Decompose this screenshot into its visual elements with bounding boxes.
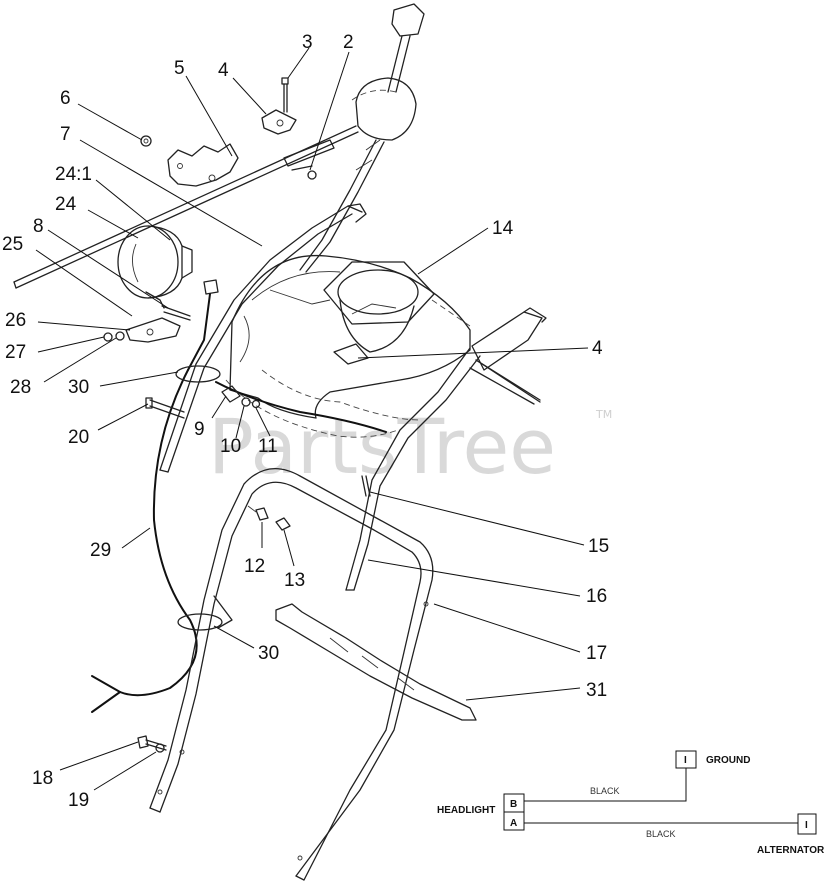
terminal-a-letter: A (510, 818, 517, 829)
callout-10: 10 (220, 436, 241, 457)
callout-6: 6 (60, 88, 71, 109)
bracket-part (167, 143, 239, 187)
callout-13: 13 (284, 570, 305, 591)
callout-14: 14 (492, 218, 514, 239)
cable-tie-lower-part (177, 595, 233, 631)
callout-11: 11 (258, 436, 278, 457)
wire-b (524, 768, 687, 802)
ground-pin: I (684, 755, 687, 766)
upper-handle-part (159, 203, 367, 473)
rod-part (475, 359, 541, 403)
callout-9: 9 (194, 419, 205, 440)
callout-7: 7 (60, 124, 71, 145)
headlight-label: HEADLIGHT (437, 805, 495, 816)
callout-25: 25 (2, 234, 23, 255)
alternator-terminal (797, 813, 817, 835)
cable-tie-upper-part (175, 365, 221, 383)
screw-part (283, 139, 335, 180)
small-hardware-part (221, 385, 261, 409)
callout-30-upper: 30 (68, 377, 89, 398)
callout-16: 16 (586, 586, 607, 607)
control-rod-31-part (275, 603, 477, 721)
wiring-diagram: B A HEADLIGHT BLACK I GROUND BLACK I ALT… (437, 750, 825, 856)
chute-ring-part (323, 261, 435, 365)
right-handle-tube-part (469, 307, 547, 405)
callout-2: 2 (343, 32, 354, 53)
callout-27: 27 (5, 342, 26, 363)
callout-24-1: 24:1 (55, 164, 92, 185)
callout-20: 20 (68, 427, 89, 448)
callout-3: 3 (302, 32, 313, 53)
callout-29: 29 (90, 540, 111, 561)
bolt-part (281, 77, 289, 113)
callout-28: 28 (10, 377, 31, 398)
watermark-tm: TM (595, 408, 612, 421)
callout-19: 19 (68, 790, 89, 811)
callout-17: 17 (586, 643, 607, 664)
wire-b-color: BLACK (590, 786, 620, 796)
alternator-label: ALTERNATOR (757, 845, 825, 856)
callout-26: 26 (5, 310, 26, 331)
connector-part (187, 279, 219, 371)
rod-extension-line (431, 299, 471, 327)
callout-18: 18 (32, 768, 53, 789)
wire-a-color: BLACK (646, 829, 676, 839)
callout-15: 15 (588, 536, 609, 557)
terminal-b-letter: B (510, 799, 517, 810)
alternator-pin: I (805, 820, 808, 831)
hardware-12-13-part (247, 505, 291, 531)
callout-4: 4 (218, 60, 229, 81)
ground-label: GROUND (706, 755, 750, 766)
nut-part (140, 135, 152, 147)
callout-12: 12 (244, 556, 265, 577)
screw-15-part (361, 475, 371, 497)
leader-lines (35, 47, 589, 791)
headlight-bracket-part (103, 305, 191, 343)
callout-31: 31 (586, 680, 607, 701)
clip-part (261, 109, 297, 135)
upper-right-frame-part (345, 347, 481, 591)
chute-crank-part (299, 3, 425, 273)
callout-4-right: 4 (592, 338, 603, 359)
callout-5: 5 (174, 58, 185, 79)
callout-24: 24 (55, 194, 77, 215)
callout-8: 8 (33, 216, 44, 237)
ground-terminal (675, 750, 697, 769)
lower-handle-part (149, 468, 434, 881)
watermark-text: PartsTree (208, 402, 556, 491)
bolt-18-part (137, 735, 167, 753)
dash-panel-part (225, 254, 471, 438)
callout-30-lower: 30 (258, 643, 279, 664)
headlight-part (117, 225, 193, 309)
